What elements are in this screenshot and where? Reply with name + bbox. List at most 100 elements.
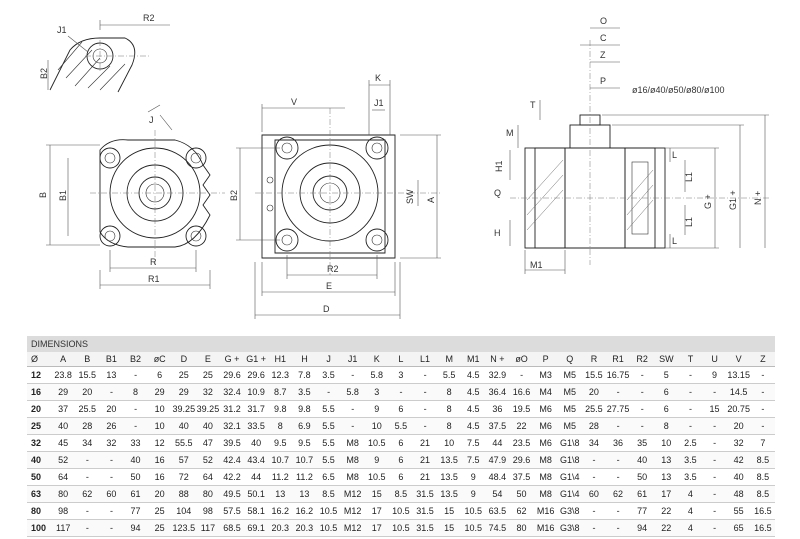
table-cell: 16	[147, 468, 172, 486]
table-cell: 29	[51, 383, 76, 401]
table-cell: 23.8	[51, 366, 76, 384]
table-cell: 36.4	[485, 383, 510, 401]
label-h1: H1	[494, 160, 504, 172]
table-cell: 17	[364, 502, 389, 520]
label-d: D	[323, 304, 330, 314]
column-header: Z	[750, 352, 775, 367]
table-cell: 64	[195, 468, 220, 486]
table-cell: 5.8	[340, 383, 365, 401]
table-cell: 44	[485, 434, 510, 452]
table-cell: 32	[726, 434, 751, 452]
table-cell: 10.5	[316, 519, 341, 537]
table-cell: 25	[195, 366, 220, 384]
table-cell: 17	[364, 519, 389, 537]
table-cell: 3.5	[316, 366, 341, 384]
table-cell: 13	[654, 451, 679, 469]
table-cell: -	[123, 400, 148, 418]
table-cell: 9	[364, 400, 389, 418]
label-g1-plus: G1 +	[728, 190, 738, 210]
table-cell: 8	[123, 383, 148, 401]
table-cell: 6.9	[292, 417, 317, 435]
table-cell: M8	[340, 451, 365, 469]
table-cell: 19.5	[509, 400, 534, 418]
column-header: G +	[220, 352, 245, 367]
table-cell: 5.5	[437, 366, 462, 384]
table-cell: 31.5	[413, 502, 438, 520]
label-z: Z	[600, 50, 606, 60]
column-header: B2	[123, 352, 148, 367]
table-cell: 8.5	[750, 468, 775, 486]
table-cell: 31.5	[413, 519, 438, 537]
table-cell: -	[388, 383, 413, 401]
table-cell: 13	[654, 468, 679, 486]
table-cell: 25	[171, 366, 196, 384]
table-cell: M5	[557, 417, 582, 435]
label-n-plus: N +	[753, 191, 763, 205]
table-cell: G3\8	[557, 519, 582, 537]
table-cell: 7.5	[461, 434, 486, 452]
table-cell: M5	[557, 383, 582, 401]
label-b2-detail: B2	[39, 68, 49, 79]
table-cell: -	[581, 468, 606, 486]
table-cell: 6	[388, 451, 413, 469]
table-cell: 28	[75, 417, 100, 435]
table-cell: 25	[27, 417, 52, 435]
table-cell: 104	[171, 502, 196, 520]
table-cell: 29.6	[244, 366, 269, 384]
table-cell: 80	[51, 485, 76, 503]
table-cell: 21	[413, 434, 438, 452]
table-cell: M16	[533, 502, 558, 520]
table-cell: M8	[340, 434, 365, 452]
column-header: D	[171, 352, 196, 367]
table-cell: -	[581, 519, 606, 537]
table-cell: 77	[630, 502, 655, 520]
table-cell: 10.5	[364, 434, 389, 452]
label-h: H	[494, 228, 501, 238]
column-header: P	[533, 352, 558, 367]
label-b2: B2	[229, 190, 239, 201]
table-cell: 9.5	[292, 434, 317, 452]
table-cell: -	[750, 366, 775, 384]
table-cell: 64	[51, 468, 76, 486]
table-cell: 36	[485, 400, 510, 418]
table-cell: -	[606, 502, 631, 520]
table-cell: 63	[27, 485, 52, 503]
table-cell: 13	[268, 485, 293, 503]
table-cell: 37.5	[509, 468, 534, 486]
table-cell: 48.4	[485, 468, 510, 486]
table-cell: M8	[533, 468, 558, 486]
table-cell: 62	[509, 502, 534, 520]
table-cell: 98	[195, 502, 220, 520]
table-cell: 10.5	[388, 519, 413, 537]
table-cell: M6	[533, 434, 558, 452]
table-cell: 55.5	[171, 434, 196, 452]
table-cell: M6	[533, 417, 558, 435]
table-cell: 88	[171, 485, 196, 503]
column-header: R	[581, 352, 606, 367]
table-cell: 47	[195, 434, 220, 452]
column-header: M1	[461, 352, 486, 367]
table-cell: 44	[244, 468, 269, 486]
table-cell: 16	[27, 383, 52, 401]
table-cell: 4	[678, 519, 703, 537]
table-cell: M12	[340, 502, 365, 520]
label-v: V	[291, 97, 297, 107]
table-cell: 39.25	[171, 400, 196, 418]
table-cell: 27.75	[606, 400, 631, 418]
table-cell: 32.9	[485, 366, 510, 384]
table-cell: 13	[292, 485, 317, 503]
table-cell: -	[678, 366, 703, 384]
table-cell: 50	[630, 468, 655, 486]
table-cell: 8.7	[268, 383, 293, 401]
table-cell: 8	[437, 383, 462, 401]
table-cell: 9.8	[268, 400, 293, 418]
label-b1: B1	[58, 190, 68, 201]
table-cell: 29.6	[220, 366, 245, 384]
table-cell: 4.5	[461, 366, 486, 384]
